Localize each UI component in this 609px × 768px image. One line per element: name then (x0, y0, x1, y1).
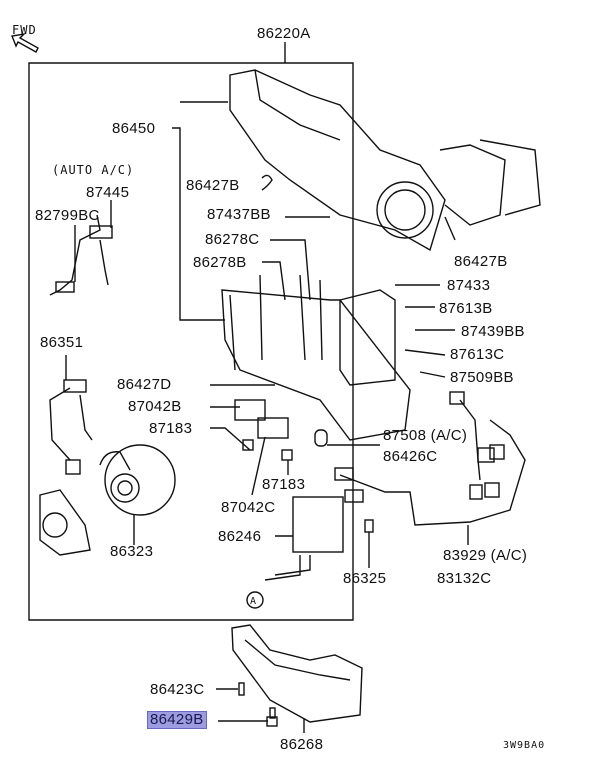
diagram-code: 3W9BA0 (503, 740, 546, 751)
part-label-87437bb[interactable]: 87437BB (207, 206, 271, 223)
fwd-label: FWD (12, 23, 37, 37)
part-label-86351[interactable]: 86351 (40, 334, 84, 351)
part-label-87042b[interactable]: 87042B (128, 398, 182, 415)
heater-case (221, 289, 411, 441)
part-label-86268[interactable]: 86268 (280, 736, 324, 753)
blower-cover (39, 489, 91, 556)
blower-fan (104, 444, 176, 516)
part-label-82799bc[interactable]: 82799BC (35, 207, 100, 224)
part-label-86427b-right[interactable]: 86427B (454, 253, 508, 270)
upper-duct (229, 69, 446, 252)
part-label-86427d[interactable]: 86427D (117, 376, 172, 393)
part-label-83929[interactable]: 83929 (A/C) (443, 547, 528, 564)
part-label-86429b-selected[interactable]: 86429B (147, 711, 207, 729)
auto-ac-note: (AUTO A/C) (52, 163, 135, 177)
part-label-87042c[interactable]: 87042C (221, 499, 276, 516)
part-label-87433[interactable]: 87433 (447, 277, 491, 294)
part-label-86450[interactable]: 86450 (112, 120, 156, 137)
part-label-86278c[interactable]: 86278C (205, 231, 260, 248)
part-label-86323[interactable]: 86323 (110, 543, 154, 560)
part-label-87508[interactable]: 87508 (A/C) (383, 427, 468, 444)
part-label-87613b[interactable]: 87613B (439, 300, 493, 317)
heater-core (292, 496, 344, 553)
part-label-86426c[interactable]: 86426C (383, 448, 438, 465)
fwd-arrow-icon (11, 32, 39, 53)
part-label-87613c[interactable]: 87613C (450, 346, 505, 363)
part-label-83132c[interactable]: 83132C (437, 570, 492, 587)
part-label-86325[interactable]: 86325 (343, 570, 387, 587)
part-label-87445[interactable]: 87445 (86, 184, 130, 201)
part-label-86423c[interactable]: 86423C (150, 681, 205, 698)
part-label-86427b-top[interactable]: 86427B (186, 177, 240, 194)
assembly-label[interactable]: 86220A (257, 25, 311, 42)
reference-marker-a: A (250, 596, 258, 607)
part-label-87183-left[interactable]: 87183 (149, 420, 193, 437)
part-label-87183-mid[interactable]: 87183 (262, 476, 306, 493)
part-label-87509bb[interactable]: 87509BB (450, 369, 514, 386)
part-label-86278b[interactable]: 86278B (193, 254, 247, 271)
part-label-87439bb[interactable]: 87439BB (461, 323, 525, 340)
part-label-86246[interactable]: 86246 (218, 528, 262, 545)
lower-tray (231, 624, 363, 723)
